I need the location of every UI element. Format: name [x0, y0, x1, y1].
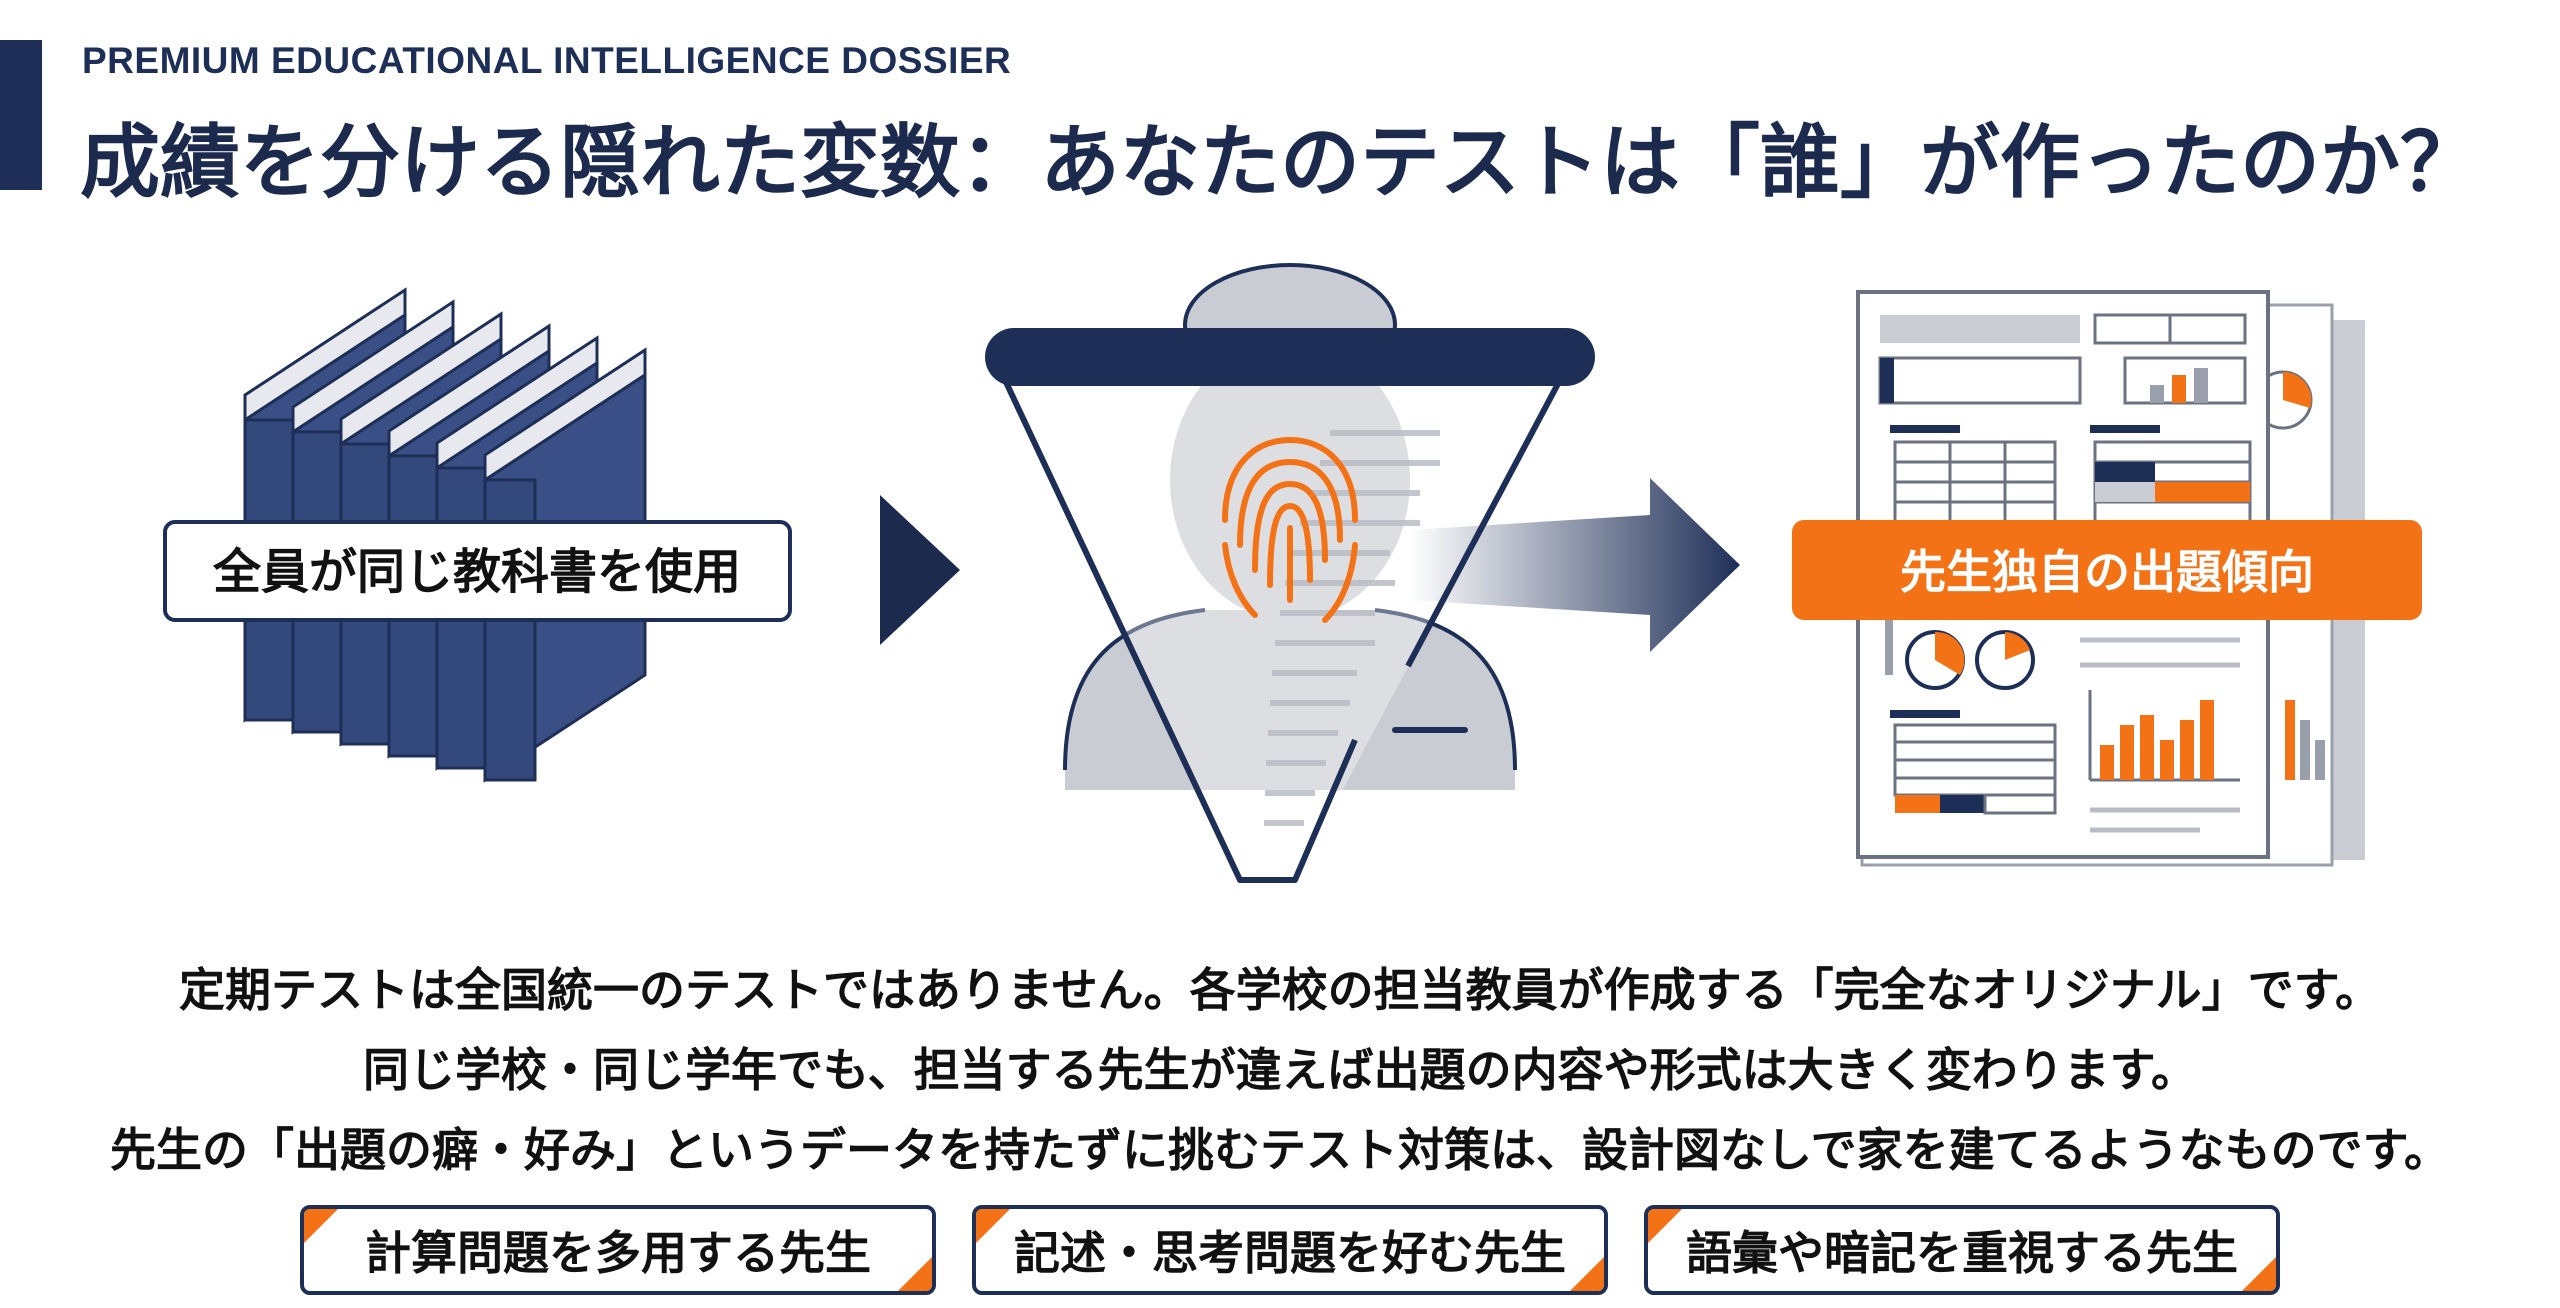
- tag-label: 語彙や暗記を重視する先生: [1686, 1217, 2238, 1283]
- tag-calculation-teacher: 計算問題を多用する先生: [300, 1205, 936, 1295]
- tag-writing-teacher: 記述・思考問題を好む先生: [972, 1205, 1608, 1295]
- diagram: 全員が同じ教科書を使用: [0, 0, 2560, 940]
- body-text: 定期テストは全国統一のテストではありません。各学校の担当教員が作成する「完全なオ…: [0, 950, 2560, 1190]
- body-line-3: 先生の「出題の癖・好み」というデータを持たずに挑むテスト対策は、設計図なしで家を…: [0, 1110, 2560, 1190]
- tendency-label: 先生独自の出題傾向: [1900, 545, 2314, 599]
- tag-label: 計算問題を多用する先生: [365, 1217, 871, 1283]
- textbook-callout: 全員が同じ教科書を使用: [165, 522, 790, 620]
- body-line-2: 同じ学校・同じ学年でも、担当する先生が違えば出題の内容や形式は大きく変わります。: [0, 1030, 2560, 1110]
- tag-label: 記述・思考問題を好む先生: [1014, 1217, 1566, 1283]
- tendency-callout: 先生独自の出題傾向: [1792, 520, 2422, 620]
- tag-vocabulary-teacher: 語彙や暗記を重視する先生: [1644, 1205, 2280, 1295]
- body-line-1: 定期テストは全国統一のテストではありません。各学校の担当教員が作成する「完全なオ…: [0, 950, 2560, 1030]
- chevron-right-icon: [880, 495, 960, 645]
- textbook-label: 全員が同じ教科書を使用: [212, 544, 741, 600]
